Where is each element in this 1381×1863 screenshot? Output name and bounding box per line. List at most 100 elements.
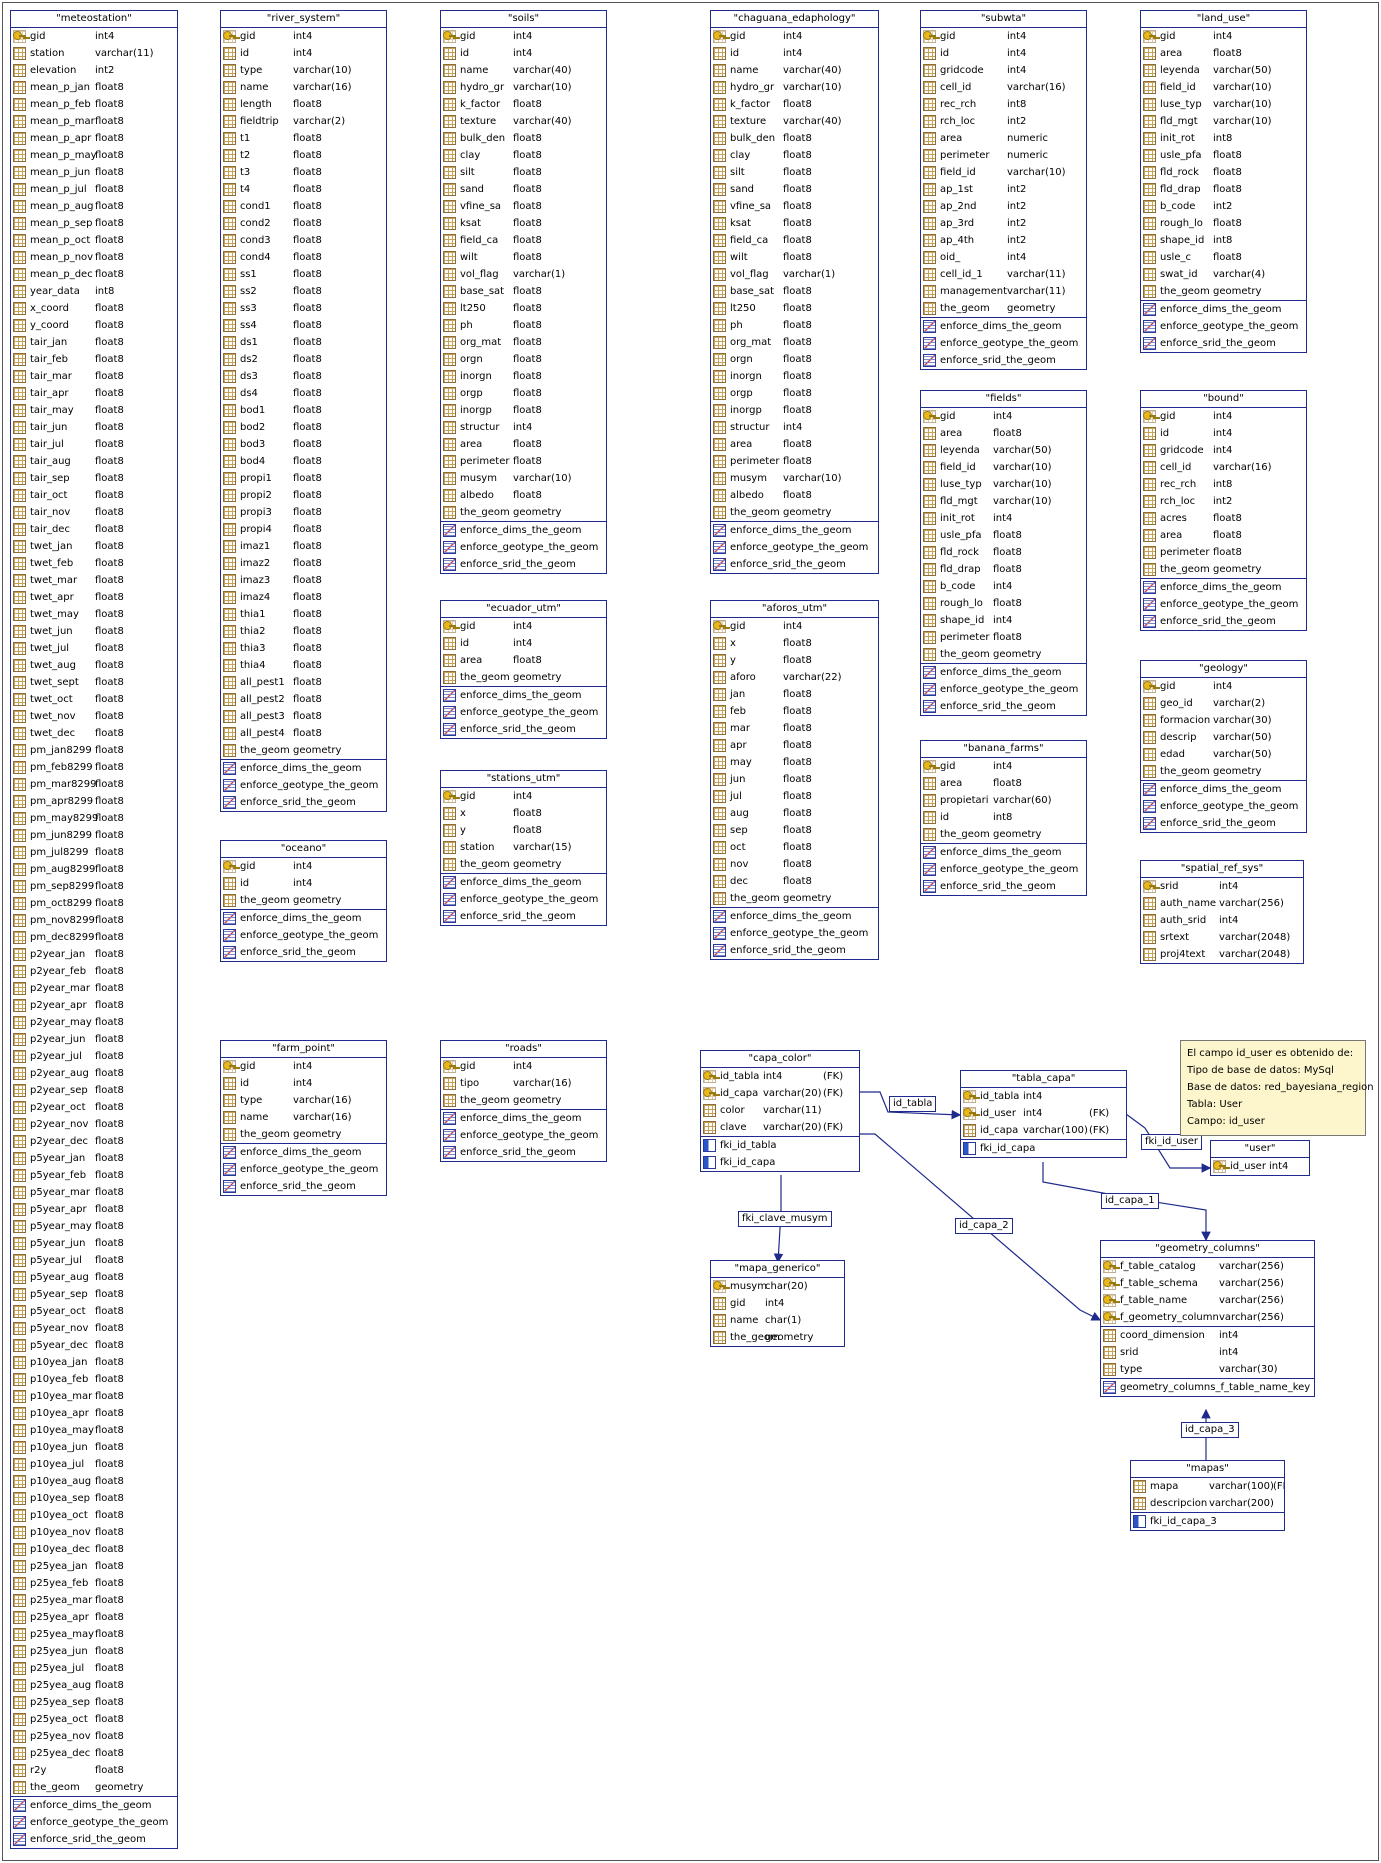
relation-label-id-tabla[interactable]: id_tabla (889, 1096, 937, 1112)
constraint-row[interactable]: enforce_dims_the_geom (1141, 301, 1306, 318)
constraint-row[interactable]: enforce_geotype_the_geom (441, 704, 606, 721)
constraint-row[interactable]: enforce_srid_the_geom (921, 878, 1086, 895)
constraint-row[interactable]: enforce_srid_the_geom (441, 1144, 606, 1161)
constraint-row[interactable]: enforce_geotype_the_geom (1141, 596, 1306, 613)
constraint-row[interactable]: enforce_dims_the_geom (441, 1110, 606, 1127)
constraint-row[interactable]: geometry_columns_f_table_name_key (1101, 1379, 1314, 1396)
constraint-row[interactable]: enforce_dims_the_geom (1141, 579, 1306, 596)
constraint-row[interactable]: enforce_dims_the_geom (441, 687, 606, 704)
column-row[interactable]: oid_int4 (921, 249, 1086, 266)
constraint-row[interactable]: enforce_dims_the_geom (441, 522, 606, 539)
constraint-row[interactable]: enforce_dims_the_geom (921, 318, 1086, 335)
constraint-row[interactable]: enforce_dims_the_geom (221, 1144, 386, 1161)
constraint-row[interactable]: enforce_geotype_the_geom (221, 777, 386, 794)
table-mapas[interactable]: "mapas"mapavarchar(100)(FK)descripcionva… (1130, 1460, 1285, 1531)
relation-label-id-capa-3[interactable]: id_capa_3 (1181, 1422, 1239, 1438)
constraint-row[interactable]: enforce_srid_the_geom (221, 1178, 386, 1195)
constraint-row[interactable]: enforce_dims_the_geom (11, 1797, 177, 1814)
constraint-row[interactable]: enforce_dims_the_geom (711, 522, 878, 539)
constraint-row[interactable]: enforce_srid_the_geom (921, 352, 1086, 369)
